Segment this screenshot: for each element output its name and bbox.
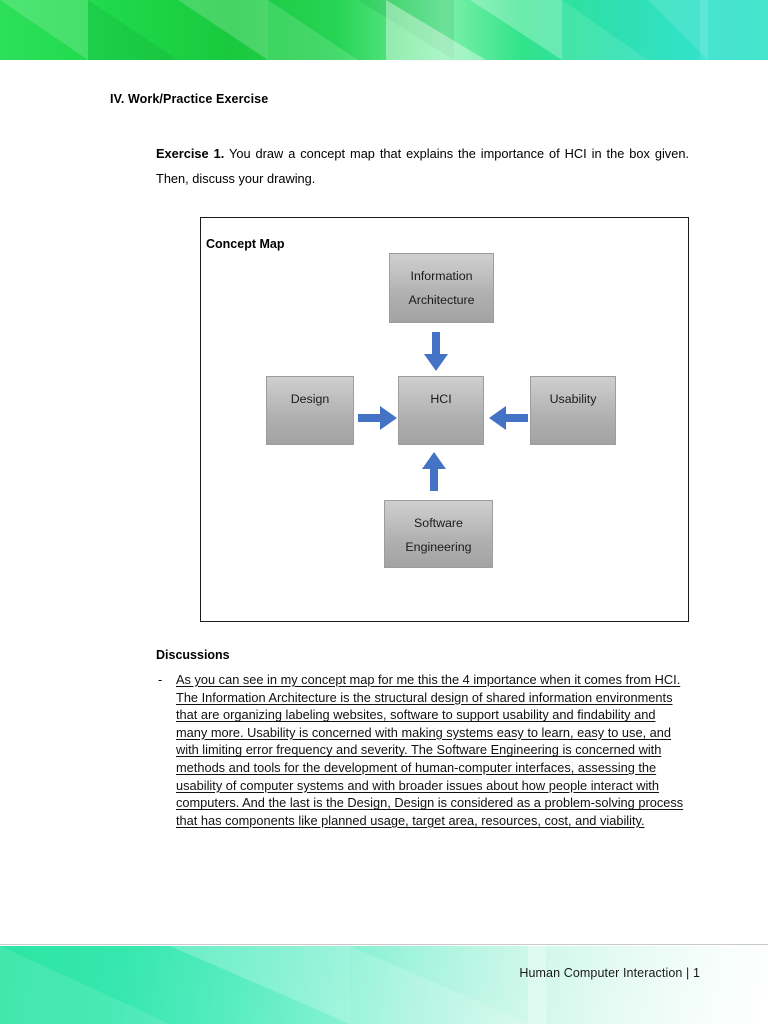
banner-triangle-3	[178, 0, 268, 60]
footer-label: Human Computer Interaction | 1	[519, 966, 700, 980]
concept-map-title: Concept Map	[206, 237, 285, 251]
banner-stripe-right	[700, 0, 768, 60]
banner-triangle-7	[470, 0, 562, 60]
footer-triangle-1	[0, 946, 170, 1024]
footer-divider	[0, 944, 768, 945]
concept-map-container: Concept Map Information Architecture Des…	[200, 217, 689, 622]
concept-node-label-line1: Information	[410, 269, 473, 283]
discussion-bullet-marker: -	[158, 672, 163, 687]
arrow-up-icon	[421, 452, 447, 492]
exercise-prompt: Exercise 1. You draw a concept map that …	[156, 141, 689, 191]
arrow-left-icon	[488, 405, 528, 431]
page-title: IV. Work/Practice Exercise	[110, 92, 269, 106]
banner-triangle-4	[268, 0, 358, 60]
exercise-prompt-text: You draw a concept map that explains the…	[156, 146, 689, 186]
concept-node-label-line2: Engineering	[405, 540, 472, 554]
footer-triangle-2	[170, 946, 350, 1024]
footer-triangle-3	[350, 946, 530, 1024]
concept-node-software-engineering: Software Engineering	[384, 500, 493, 568]
concept-node-label-line1: Design	[290, 392, 330, 406]
concept-node-information-architecture: Information Architecture	[389, 253, 494, 323]
banner-triangle-6	[386, 0, 486, 60]
page-header-banner	[0, 0, 768, 60]
concept-node-label-line1: HCI	[430, 392, 452, 406]
discussion-body-text: As you can see in my concept map for me …	[176, 672, 684, 828]
concept-node-label-line1: Usability	[549, 392, 597, 406]
banner-triangle-1	[0, 0, 88, 60]
exercise-label: Exercise 1.	[156, 146, 225, 161]
banner-triangle-2	[88, 0, 178, 60]
arrow-down-icon	[423, 332, 449, 372]
page-footer-banner	[0, 946, 768, 1024]
concept-node-label-line1: Software	[414, 516, 463, 530]
footer-stripe	[528, 946, 546, 1024]
banner-triangle-5	[358, 0, 454, 60]
discussions-heading: Discussions	[156, 648, 230, 662]
concept-node-label-line2: Architecture	[408, 293, 475, 307]
banner-triangle-8	[562, 0, 648, 60]
concept-node-design: Design	[266, 376, 354, 445]
banner-triangle-9	[648, 0, 708, 60]
concept-node-hci: HCI	[398, 376, 484, 445]
concept-node-usability: Usability	[530, 376, 616, 445]
arrow-right-icon	[358, 405, 398, 431]
